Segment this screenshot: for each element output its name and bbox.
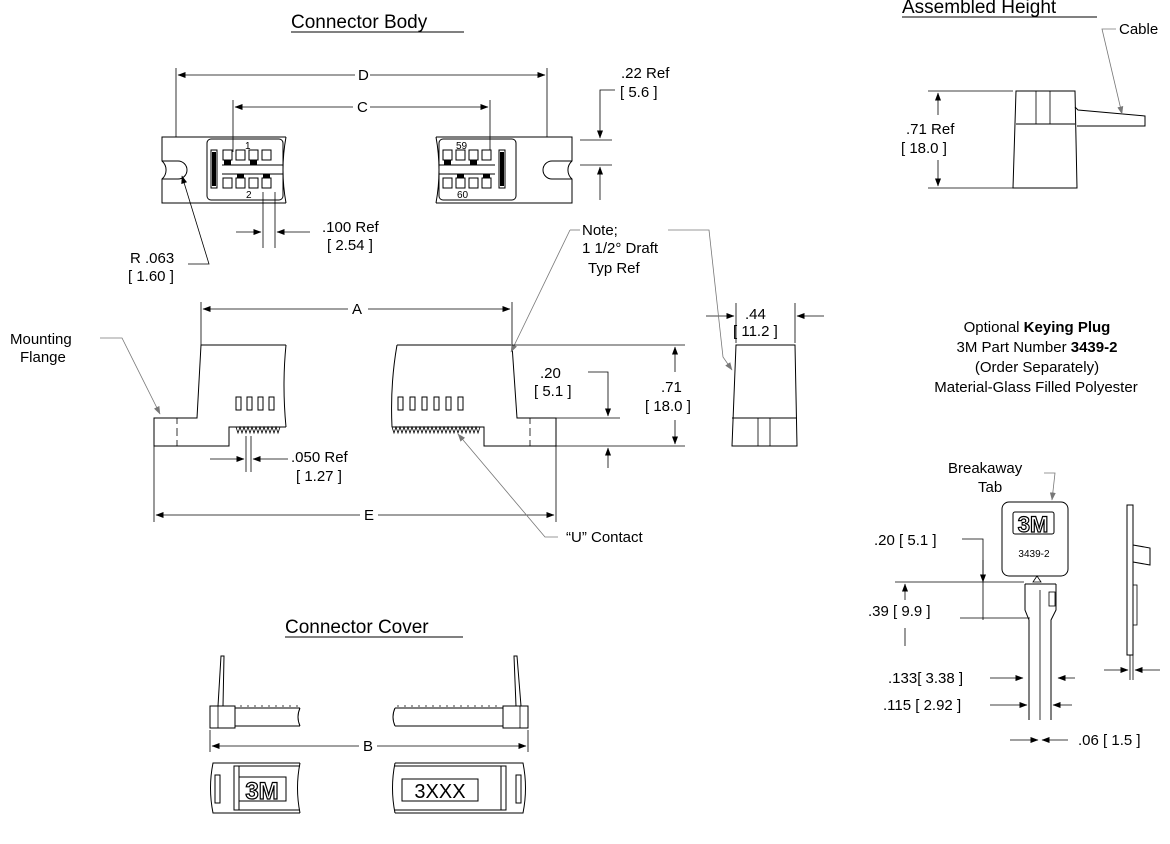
plug-dim-20: .20 [ 5.1 ]	[874, 532, 937, 549]
note-label-2: 1 1/2° Draft	[582, 240, 659, 257]
dim-71-in: .71	[661, 379, 682, 396]
dim-b-label: B	[363, 738, 373, 755]
keying-plug-line1: Optional Keying Plug	[964, 319, 1111, 336]
mounting-label-1: Mounting	[10, 331, 72, 348]
dim-71-mm: [ 18.0 ]	[645, 398, 691, 415]
dim-22-mm: [ 5.6 ]	[620, 84, 658, 101]
plug-dim-115: .115 [ 2.92 ]	[883, 697, 961, 714]
dim-050-mm: [ 1.27 ]	[296, 468, 342, 485]
plug-logo: 3M	[1018, 512, 1049, 537]
keying-plug-section: Optional Keying Plug 3M Part Number 3439…	[868, 319, 1160, 749]
keying-plug-line4: Material-Glass Filled Polyester	[934, 379, 1137, 396]
dim-050-ref: .050 Ref	[291, 449, 349, 466]
dim-20-in: .20	[540, 365, 561, 382]
plug-dim-39: .39 [ 9.9 ]	[868, 603, 931, 620]
pin-2-label: 2	[246, 190, 252, 201]
connector-cover-title: Connector Cover	[285, 617, 429, 638]
dim-100-mm: [ 2.54 ]	[327, 237, 373, 254]
dim-71-ref-mm: [ 18.0 ]	[901, 140, 947, 157]
connector-body-title: Connector Body	[291, 12, 428, 33]
plug-part-number: 3439-2	[1018, 549, 1050, 560]
body-top-view: D C 1 2	[128, 65, 670, 285]
dim-a-label: A	[352, 301, 362, 318]
dim-44-in: .44	[745, 306, 766, 323]
dim-r063-mm: [ 1.60 ]	[128, 268, 174, 285]
dim-20-mm: [ 5.1 ]	[534, 383, 572, 400]
right-contact-row	[442, 149, 492, 189]
dim-71-ref: .71 Ref	[906, 121, 955, 138]
mounting-label-2: Flange	[20, 349, 66, 366]
body-end-view: .44 [ 11.2 ]	[668, 229, 824, 447]
cover-logo: 3M	[245, 778, 278, 805]
note-label-3: Typ Ref	[588, 260, 641, 277]
dim-22-ref: .22 Ref	[621, 65, 670, 82]
plug-dim-06: .06 [ 1.5 ]	[1078, 732, 1141, 749]
pin-60-label: 60	[457, 190, 469, 201]
keying-plug-line2: 3M Part Number 3439-2	[957, 339, 1118, 356]
plug-dim-133: .133[ 3.38 ]	[888, 670, 963, 687]
dim-c-label: C	[357, 99, 368, 116]
pin-1-label: 1	[245, 141, 251, 152]
dim-44-mm: [ 11.2 ]	[733, 323, 778, 340]
u-contact-label: “U” Contact	[566, 529, 644, 546]
dim-r063: R .063	[130, 250, 174, 267]
left-side-windows	[235, 396, 275, 411]
left-contact-row	[222, 149, 272, 189]
breakaway-label-1: Breakaway	[948, 460, 1023, 477]
cover-part-marking: 3XXX	[414, 781, 465, 803]
body-side-view: A Mounting Flange Note; 1 1/2° Draft Typ…	[10, 222, 691, 546]
cable-label: Cable	[1119, 21, 1158, 38]
dim-100-ref: .100 Ref	[322, 219, 380, 236]
cover-view: B 3M 3XXX	[209, 655, 529, 814]
dim-d-label: D	[358, 67, 369, 84]
note-label-1: Note;	[582, 222, 618, 239]
breakaway-label-2: Tab	[978, 479, 1002, 496]
pin-59-label: 59	[456, 141, 468, 152]
dim-e-label: E	[364, 507, 374, 524]
assembled-height-title: Assembled Height	[902, 0, 1057, 18]
keying-plug-line3: (Order Separately)	[975, 359, 1099, 376]
right-side-windows	[397, 396, 464, 411]
assembled-height-view: .71 Ref [ 18.0 ] Cable	[901, 21, 1158, 189]
